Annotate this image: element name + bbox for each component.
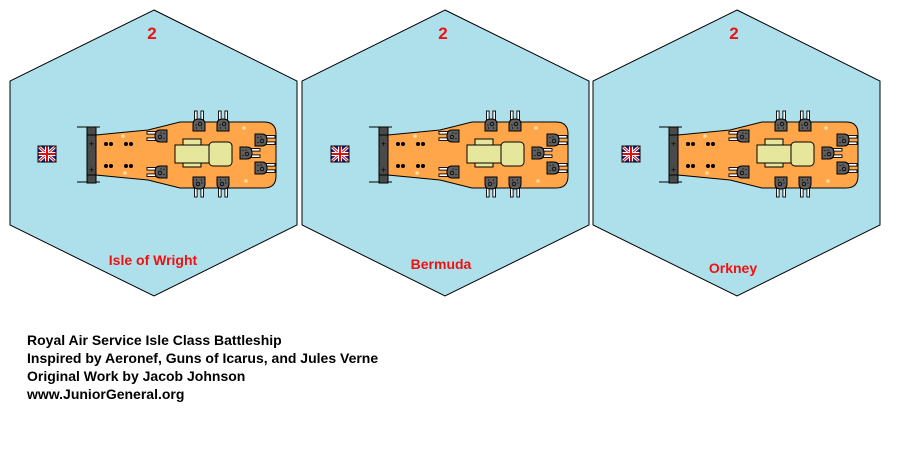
credits-author: Original Work by Jacob Johnson bbox=[27, 368, 246, 384]
credits-website: www.JuniorGeneral.org bbox=[27, 386, 185, 402]
counter-value-2: 2 bbox=[438, 24, 448, 43]
counter-hex-1[interactable] bbox=[9, 9, 298, 297]
counter-hex-3[interactable] bbox=[592, 9, 881, 297]
credits-inspiration: Inspired by Aeronef, Guns of Icarus, and… bbox=[27, 350, 379, 366]
ship-name-3: Orkney bbox=[708, 260, 758, 276]
union-jack-flag-icon bbox=[329, 144, 351, 164]
union-jack-flag-icon bbox=[620, 144, 642, 164]
ship-name-1: Isle of Wright bbox=[108, 252, 198, 268]
counter-value-3: 2 bbox=[729, 24, 739, 43]
union-jack-flag-icon bbox=[36, 144, 58, 164]
counter-hex-2[interactable] bbox=[301, 9, 590, 297]
counter-value-1: 2 bbox=[147, 24, 157, 43]
credits-title: Royal Air Service Isle Class Battleship bbox=[27, 332, 282, 348]
credits-block: Royal Air Service Isle Class Battleship … bbox=[27, 331, 378, 403]
ship-name-2: Bermuda bbox=[410, 256, 472, 272]
